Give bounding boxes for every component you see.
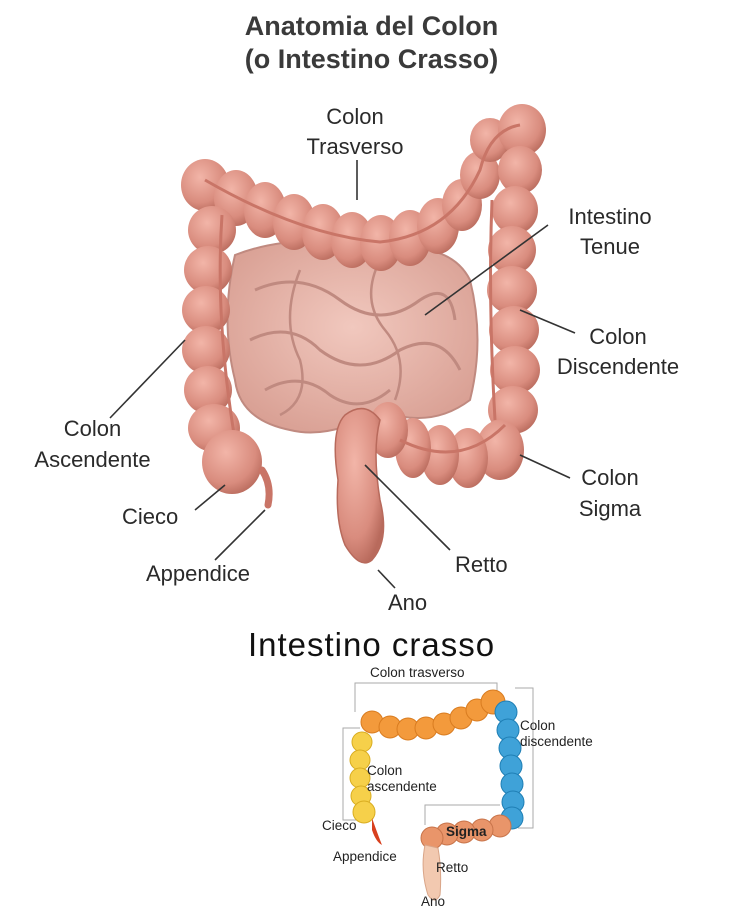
label-intestino-tenue-1: Intestino [568, 204, 652, 229]
label-retto: Retto [455, 552, 508, 577]
bottom-label-colon-ascendente-2: ascendente [367, 779, 437, 794]
bottom-sigmoid-colon [420, 814, 512, 850]
bottom-label-appendice: Appendice [333, 849, 397, 864]
ascending-colon [182, 206, 240, 452]
bottom-ascending-colon [349, 731, 376, 824]
label-colon-discendente-1: Colon [589, 324, 647, 349]
bottom-label-retto: Retto [436, 860, 469, 875]
bottom-label-ano: Ano [421, 894, 446, 909]
bottom-label-sigma: Sigma [446, 824, 487, 839]
label-colon-trasverso-2: Trasverso [306, 134, 404, 159]
rectum [334, 407, 385, 564]
bottom-label-colon-discendente-1: Colon [520, 718, 556, 733]
diagram-title-line1: Anatomia del Colon [244, 11, 499, 41]
bottom-label-colon-trasverso: Colon trasverso [370, 665, 465, 680]
bottom-transverse-colon [360, 689, 506, 741]
diagram-title-line2: (o Intestino Crasso) [244, 44, 499, 74]
label-colon-sigma-1: Colon [581, 465, 639, 490]
label-colon-ascendente-1: Colon [63, 416, 122, 441]
small-intestine [226, 240, 479, 434]
label-colon-discendente-2: Discendente [556, 354, 680, 379]
sigmoid-colon [368, 402, 524, 488]
label-colon-ascendente-2: Ascendente [34, 447, 151, 472]
bottom-descending-colon [494, 700, 525, 830]
bottom-title: Intestino crasso [247, 626, 496, 663]
bottom-label-colon-ascendente-1: Colon [367, 763, 403, 778]
label-colon-sigma-2: Sigma [578, 496, 642, 521]
leader-lines [109, 160, 576, 589]
label-intestino-tenue-2: Tenue [580, 234, 640, 259]
bottom-label-colon-discendente-2: discendente [520, 734, 593, 749]
cecum [202, 430, 273, 509]
bottom-rectum [422, 844, 442, 901]
label-appendice: Appendice [146, 561, 250, 586]
label-cieco: Cieco [122, 504, 179, 529]
bottom-brackets [342, 682, 534, 829]
label-colon-trasverso-1: Colon [326, 104, 384, 129]
bottom-label-cieco: Cieco [322, 818, 357, 833]
transverse-colon [181, 104, 546, 271]
bottom-appendix [372, 818, 382, 845]
label-ano: Ano [388, 590, 428, 615]
